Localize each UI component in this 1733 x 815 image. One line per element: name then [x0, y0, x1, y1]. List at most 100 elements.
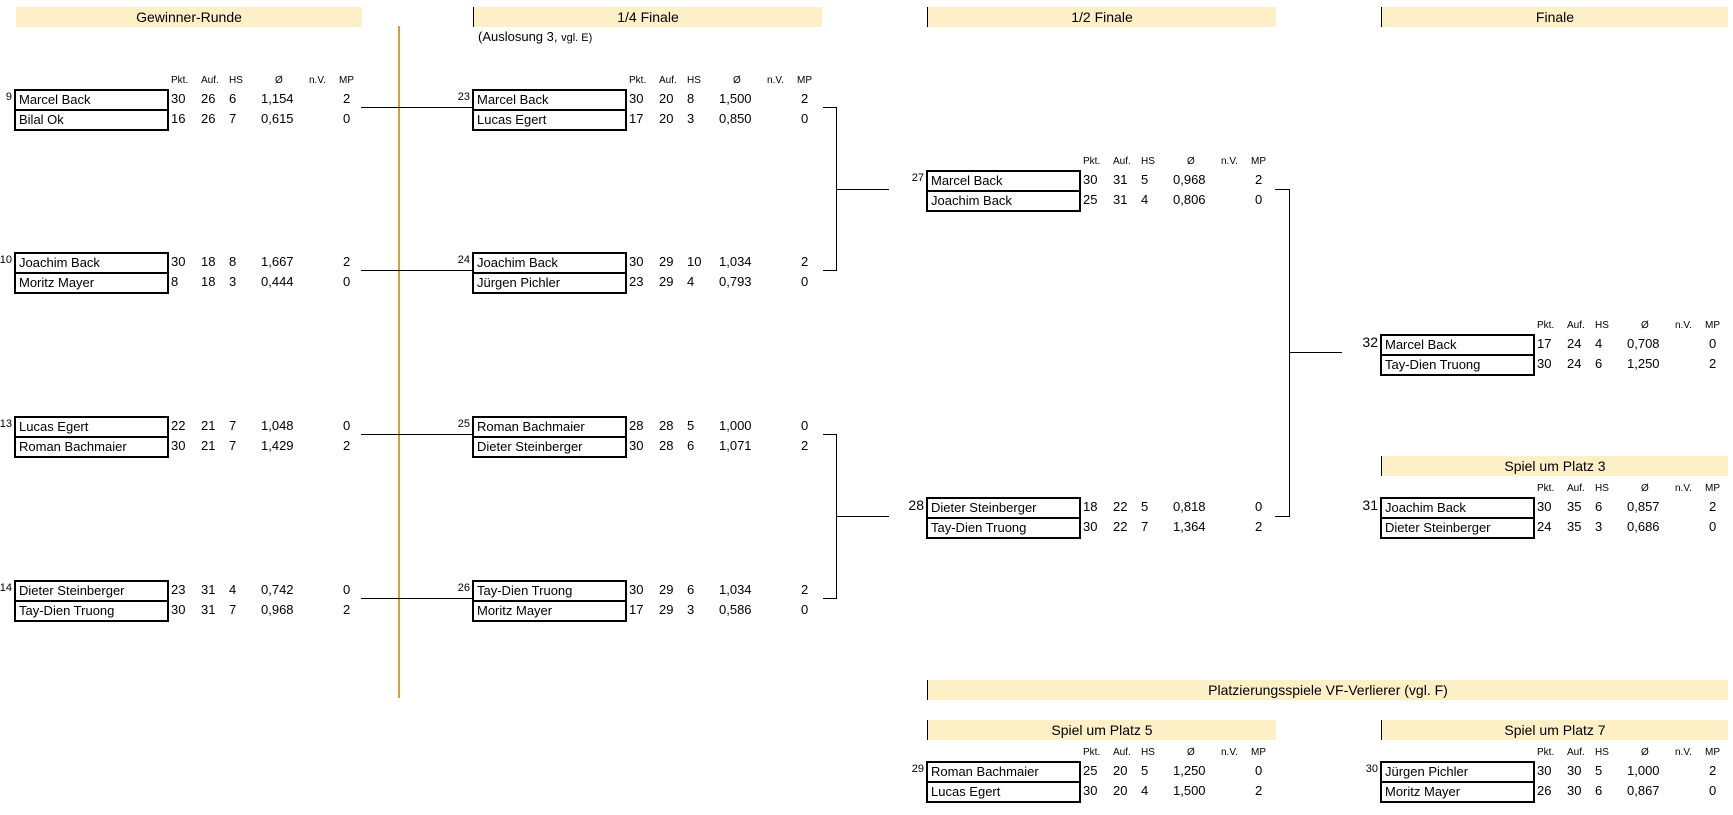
stat-hs: 10: [687, 254, 702, 269]
stat-hs: 6: [1595, 499, 1603, 514]
stat-pkt: 22: [171, 418, 186, 433]
stat-hs: 5: [1141, 763, 1149, 778]
col-mp: MP: [1705, 747, 1720, 758]
stat-mp: 0: [343, 274, 351, 289]
stat-auf: 35: [1567, 499, 1582, 514]
connector-24-bottom: [823, 270, 836, 271]
match-number: 24: [457, 254, 470, 266]
auslosung-note: (Auslosung 3, vgl. E): [478, 29, 592, 44]
stat-avg: 0,806: [1173, 192, 1206, 207]
col-auf: Auf.: [1567, 320, 1585, 331]
player-name: Lucas Egert: [931, 784, 1001, 799]
col-avg: Ø: [1641, 747, 1649, 758]
connector-23-top: [823, 107, 836, 108]
stat-mp: 0: [343, 418, 351, 433]
col-mp: MP: [797, 75, 812, 86]
player-name: Tay-Dien Truong: [1385, 357, 1481, 372]
stat-avg: 1,000: [719, 418, 752, 433]
stat-mp: 2: [343, 438, 351, 453]
stat-avg: 0,857: [1627, 499, 1660, 514]
stat-pkt: 30: [629, 438, 644, 453]
stat-hs: 3: [687, 111, 695, 126]
col-pkt: Pkt.: [171, 75, 189, 86]
stat-pkt: 30: [1083, 172, 1098, 187]
stat-avg: 1,500: [1173, 783, 1206, 798]
stat-avg: 0,968: [261, 602, 294, 617]
stat-hs: 7: [1141, 519, 1149, 534]
stat-avg: 0,793: [719, 274, 752, 289]
player-name: Joachim Back: [931, 193, 1012, 208]
stat-avg: 1,667: [261, 254, 294, 269]
stat-auf: 29: [659, 602, 674, 617]
connector-to-32: [1289, 352, 1342, 353]
stat-pkt: 30: [1537, 356, 1552, 371]
stat-pkt: 23: [171, 582, 186, 597]
stat-avg: 0,968: [1173, 172, 1206, 187]
col-avg: Ø: [1187, 156, 1195, 167]
col-nv: n.V.: [767, 75, 784, 86]
stat-hs: 5: [1595, 763, 1603, 778]
match-number: 25: [457, 418, 470, 430]
stat-mp: 2: [343, 602, 351, 617]
col-hs: HS: [1595, 483, 1609, 494]
stat-auf: 21: [201, 438, 216, 453]
stat-pkt: 30: [171, 438, 186, 453]
stat-auf: 24: [1567, 336, 1582, 351]
stat-pkt: 17: [629, 111, 644, 126]
stat-mp: 2: [801, 582, 809, 597]
col-avg: Ø: [1641, 483, 1649, 494]
match-number: 13: [0, 418, 12, 430]
stat-mp: 0: [1709, 336, 1717, 351]
stat-hs: 7: [229, 418, 237, 433]
stat-mp: 0: [801, 602, 809, 617]
match-number: 10: [0, 254, 12, 266]
stat-hs: 7: [229, 602, 237, 617]
stat-pkt: 8: [171, 274, 179, 289]
stat-auf: 21: [201, 418, 216, 433]
header-viertelfinale: 1/4 Finale: [473, 7, 822, 27]
stat-hs: 6: [687, 438, 695, 453]
col-auf: Auf.: [1567, 747, 1585, 758]
stat-auf: 29: [659, 582, 674, 597]
col-mp: MP: [1705, 483, 1720, 494]
stat-avg: 1,071: [719, 438, 752, 453]
stat-pkt: 30: [171, 254, 186, 269]
player-name: Bilal Ok: [19, 112, 64, 127]
match-number: 29: [911, 763, 924, 775]
col-mp: MP: [339, 75, 354, 86]
col-nv: n.V.: [1675, 320, 1692, 331]
player-name: Tay-Dien Truong: [931, 520, 1027, 535]
col-hs: HS: [1141, 747, 1155, 758]
player-name: Lucas Egert: [16, 418, 167, 438]
col-nv: n.V.: [1221, 156, 1238, 167]
match-number: 26: [457, 582, 470, 594]
player-name: Marcel Back: [16, 91, 167, 111]
stat-avg: 0,586: [719, 602, 752, 617]
stat-mp: 0: [801, 111, 809, 126]
connector-28-right: [1275, 516, 1289, 517]
stat-pkt: 30: [1537, 763, 1552, 778]
stat-hs: 3: [687, 602, 695, 617]
stat-auf: 18: [201, 274, 216, 289]
stat-mp: 0: [1709, 783, 1717, 798]
stat-mp: 2: [801, 91, 809, 106]
col-avg: Ø: [1641, 320, 1649, 331]
stat-hs: 7: [229, 111, 237, 126]
match-number: 14: [0, 582, 12, 594]
stat-hs: 6: [687, 582, 695, 597]
connector-26-bottom: [823, 598, 836, 599]
col-avg: Ø: [275, 75, 283, 86]
stat-auf: 31: [201, 602, 216, 617]
stat-auf: 20: [1113, 763, 1128, 778]
stat-auf: 24: [1567, 356, 1582, 371]
stat-hs: 4: [229, 582, 237, 597]
